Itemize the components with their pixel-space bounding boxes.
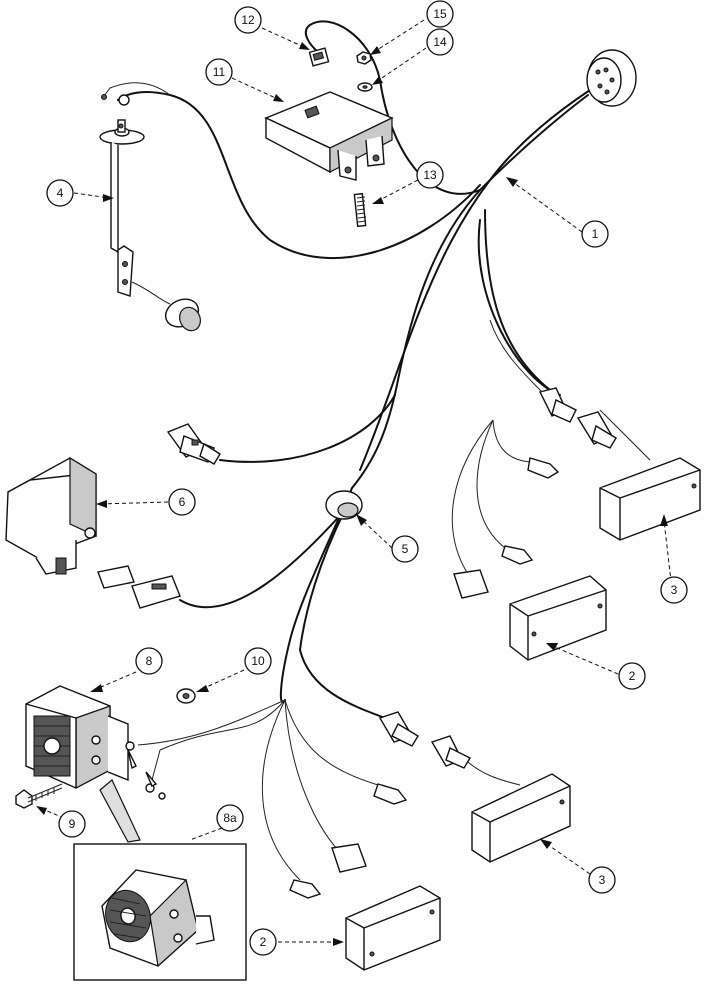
connector-12 [308, 47, 330, 67]
grommet-5 [325, 490, 363, 520]
callout-4: 4 [46, 179, 74, 207]
callout-15-label: 15 [433, 7, 447, 21]
callout-2-middle: 2 [618, 662, 646, 690]
callout-6-label: 6 [179, 495, 186, 509]
detail-8a [73, 843, 247, 981]
callout-8: 8 [135, 647, 163, 675]
nut-15 [356, 51, 372, 65]
callout-8a-label: 8a [223, 811, 237, 825]
callout-9: 9 [58, 810, 86, 838]
connector-pair-left [166, 423, 221, 465]
lamp-3-upper [538, 387, 701, 541]
callout-8-label: 8 [146, 654, 153, 668]
callout-3-upper-label: 3 [671, 583, 678, 597]
callout-2-lower-label: 2 [260, 935, 267, 949]
washer-14 [357, 82, 373, 92]
callout-1-label: 1 [592, 227, 599, 241]
callout-6: 6 [168, 488, 196, 516]
lamp-3-lower [378, 711, 571, 863]
callout-5: 5 [391, 535, 419, 563]
callout-8a: 8a [216, 804, 244, 832]
bolt-9 [15, 783, 63, 809]
callout-12: 12 [234, 6, 262, 34]
callout-15: 15 [426, 0, 454, 28]
fuel-sender-4 [99, 94, 201, 332]
ring-terminals [125, 741, 166, 800]
callout-3-lower-label: 3 [599, 873, 606, 887]
round-connector [586, 49, 637, 107]
callout-2-lower: 2 [249, 928, 277, 956]
stud-13 [353, 192, 367, 228]
spade-terminals-upper [453, 457, 560, 599]
callout-3-upper: 3 [660, 576, 688, 604]
callout-12-label: 12 [241, 13, 255, 27]
callout-14: 14 [426, 28, 454, 56]
callout-1: 1 [581, 220, 609, 248]
callout-10-label: 10 [251, 654, 265, 668]
leader-lines [36, 19, 673, 946]
callout-13-label: 13 [423, 168, 437, 182]
callout-10: 10 [244, 647, 272, 675]
work-lamp-6 [5, 456, 181, 609]
callout-13: 13 [416, 161, 444, 189]
callout-4-label: 4 [57, 186, 64, 200]
backup-alarm-8 [25, 685, 141, 843]
callout-11: 11 [205, 58, 233, 86]
spade-terminals-lower [289, 783, 408, 899]
control-box-11 [264, 91, 394, 181]
callout-9-label: 9 [69, 817, 76, 831]
lamp-2-lower [345, 885, 441, 971]
lamp-2-middle [509, 575, 607, 661]
nut-10 [176, 688, 196, 704]
callout-3-lower: 3 [588, 866, 616, 894]
callout-2-middle-label: 2 [629, 669, 636, 683]
callout-14-label: 14 [433, 35, 447, 49]
callout-11-label: 11 [213, 65, 226, 79]
callout-5-label: 5 [402, 542, 409, 556]
